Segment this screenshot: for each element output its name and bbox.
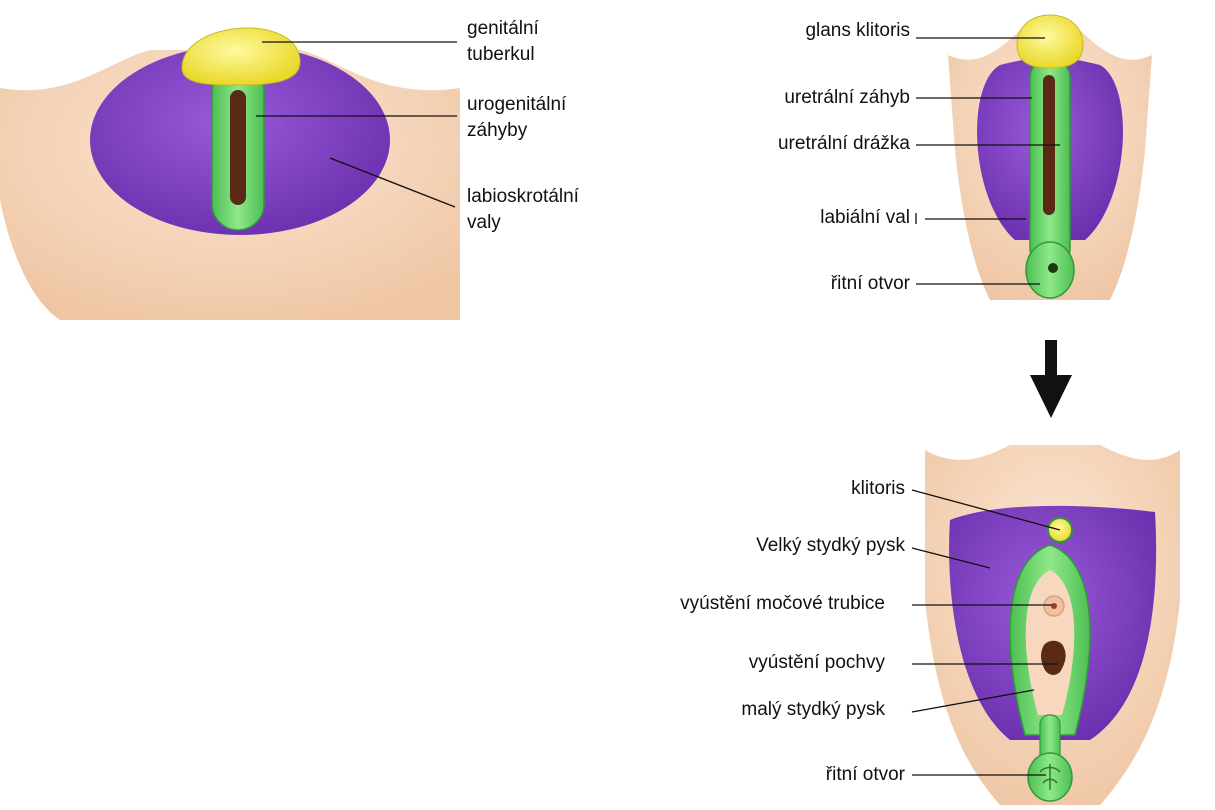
label-clitoris: klitoris	[851, 476, 905, 502]
label-genital-tubercle-line2: tuberkul	[467, 42, 539, 68]
stage2-anus-dot	[1048, 263, 1058, 273]
label-vaginal-opening: vyústění pochvy	[749, 650, 885, 676]
stage3-urethral-opening-dot	[1051, 603, 1057, 609]
stage2-illustration	[948, 15, 1152, 300]
stage2-glans-clitoris	[1017, 15, 1083, 68]
stage1-genital-tubercle	[182, 28, 300, 85]
label-urethral-fold: uretrální záhyb	[784, 85, 910, 111]
label-urogenital-folds-line2: záhyby	[467, 118, 566, 144]
label-urethral-groove: uretrální drážka	[778, 131, 910, 157]
label-urogenital-folds-line1: urogenitální	[467, 92, 566, 118]
label-labioscrotal-swellings-line2: valy	[467, 210, 579, 236]
label-urogenital-folds: urogenitální záhyby	[467, 92, 566, 144]
label-urethral-opening: vyústění močové trubice	[680, 591, 885, 617]
label-genital-tubercle-line1: genitální	[467, 16, 539, 42]
label-labial-swelling: labiální val	[820, 205, 910, 231]
arrow-down-icon	[1030, 340, 1072, 418]
label-labium-minus: malý stydký pysk	[741, 697, 885, 723]
label-glans-clitoris: glans klitoris	[805, 18, 910, 44]
label-labium-majus: Velký stydký pysk	[756, 533, 905, 559]
label-anus-stage2: řitní otvor	[831, 271, 910, 297]
stage1-urethral-groove	[230, 90, 246, 205]
stage1-illustration	[0, 28, 460, 320]
label-anus-stage3: řitní otvor	[826, 762, 905, 788]
label-labioscrotal-swellings-line1: labioskrotální	[467, 184, 579, 210]
stage3-illustration	[925, 445, 1180, 805]
label-labioscrotal-swellings: labioskrotální valy	[467, 184, 579, 236]
label-genital-tubercle: genitální tuberkul	[467, 16, 539, 68]
